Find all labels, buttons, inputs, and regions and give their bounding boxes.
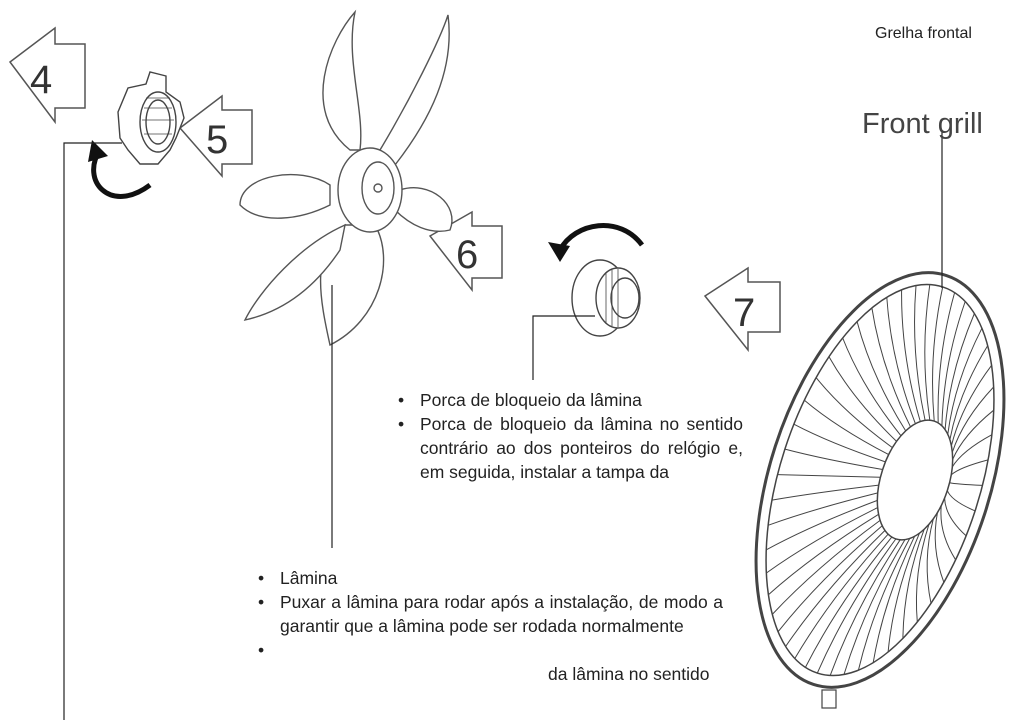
grill-spoke: [857, 538, 911, 671]
grill-spoke: [947, 328, 983, 435]
grill-spoke: [804, 399, 889, 456]
grill-spoke: [902, 528, 925, 639]
rear-lock-nut: [117, 71, 185, 165]
callout-item: •: [258, 638, 723, 662]
bullet-icon: •: [258, 640, 265, 660]
grill-spoke: [944, 313, 975, 430]
step-number-6: 6: [456, 233, 478, 277]
rotation-arrow-icon: [88, 140, 152, 199]
grill-spoke: [915, 524, 930, 623]
grill-spoke: [951, 386, 994, 453]
step-arrow-4: 4: [8, 26, 86, 125]
rotation-arrow-icon: [548, 223, 645, 262]
grill-spoke: [932, 286, 944, 422]
step-number-4: 4: [30, 58, 52, 102]
bullet-icon: •: [258, 592, 265, 612]
callout-item: • Puxar a lâmina para rodar após a insta…: [258, 590, 723, 638]
step-arrow-5: 5: [178, 94, 253, 178]
grill-spoke: [951, 434, 993, 468]
step-arrow-7: 7: [703, 266, 781, 353]
grill-spoke: [815, 377, 893, 449]
step-arrow-6: 6: [428, 210, 503, 293]
step-number-5: 5: [206, 118, 228, 162]
grill-spoke: [941, 301, 966, 426]
grill-spoke: [950, 459, 989, 476]
grill-spoke: [901, 289, 921, 422]
grill-spoke: [887, 533, 920, 653]
callout-item: • Lâmina: [258, 566, 723, 590]
grill-spoke: [828, 356, 897, 442]
callout-item: da lâmina no sentido: [258, 662, 723, 686]
grill-spoke: [886, 297, 916, 424]
grill-spoke: [950, 365, 993, 446]
grill-spoke: [768, 513, 879, 596]
grill-spoke: [949, 345, 989, 440]
blade-lock-nut: [571, 259, 641, 337]
callout-item: • Porca de bloqueio da lâmina: [398, 388, 743, 412]
callout-text: Lâmina: [280, 568, 338, 588]
grill-spoke: [926, 518, 934, 604]
grelha-frontal-label: Grelha frontal: [875, 25, 972, 42]
blade-callout: • Lâmina • Puxar a lâmina para rodar apó…: [258, 566, 723, 726]
front-grill-label: Front grill: [862, 108, 983, 140]
callout-text: Puxar a lâmina para rodar após a instala…: [280, 592, 723, 636]
grill-spoke: [924, 284, 931, 421]
grill-spoke: [940, 505, 957, 561]
grill-spoke: [771, 484, 879, 501]
grill-spoke: [952, 409, 995, 460]
grill-spoke: [767, 492, 878, 526]
fan-blade: [239, 9, 453, 347]
callout-text: Porca de bloqueio da lâmina no sentido c…: [420, 414, 743, 482]
grill-spoke: [784, 448, 883, 470]
grill-spoke: [843, 539, 906, 675]
leader-lines: [63, 130, 943, 720]
grill-spoke: [771, 519, 881, 615]
front-grill: [754, 271, 1006, 709]
blade-lock-nut-callout: • Porca de bloqueio da lâmina • Porca de…: [398, 388, 743, 552]
bullet-icon: •: [258, 568, 265, 588]
bullet-icon: •: [398, 390, 405, 410]
grill-spoke: [872, 536, 916, 663]
grill-spoke: [934, 512, 945, 583]
grill-spoke: [842, 337, 902, 437]
callout-item: • Porca de bloqueio da lâmina no sentido…: [398, 412, 743, 484]
grill-spoke: [871, 307, 911, 428]
grill-spoke: [793, 423, 886, 463]
grill-spoke: [829, 539, 901, 676]
step-number-7: 7: [733, 291, 755, 335]
bullet-icon: •: [398, 414, 405, 434]
grill-spoke: [777, 474, 881, 478]
grill-spoke: [946, 490, 976, 512]
grill-spoke: [766, 507, 878, 574]
grill-spoke: [804, 536, 893, 668]
grill-spoke: [949, 482, 983, 486]
callout-text: Porca de bloqueio da lâmina: [420, 390, 642, 410]
grill-spoke: [944, 498, 967, 537]
grill-spoke: [816, 538, 897, 674]
callout-text: da lâmina no sentido: [548, 664, 710, 684]
grill-spoke: [937, 292, 956, 423]
grill-spoke: [856, 321, 907, 432]
grill-spoke: [766, 499, 878, 551]
grill-spoke: [785, 530, 886, 647]
grill-spoke: [794, 533, 889, 659]
grill-spoke: [914, 285, 926, 421]
grill-spoke: [777, 525, 883, 633]
